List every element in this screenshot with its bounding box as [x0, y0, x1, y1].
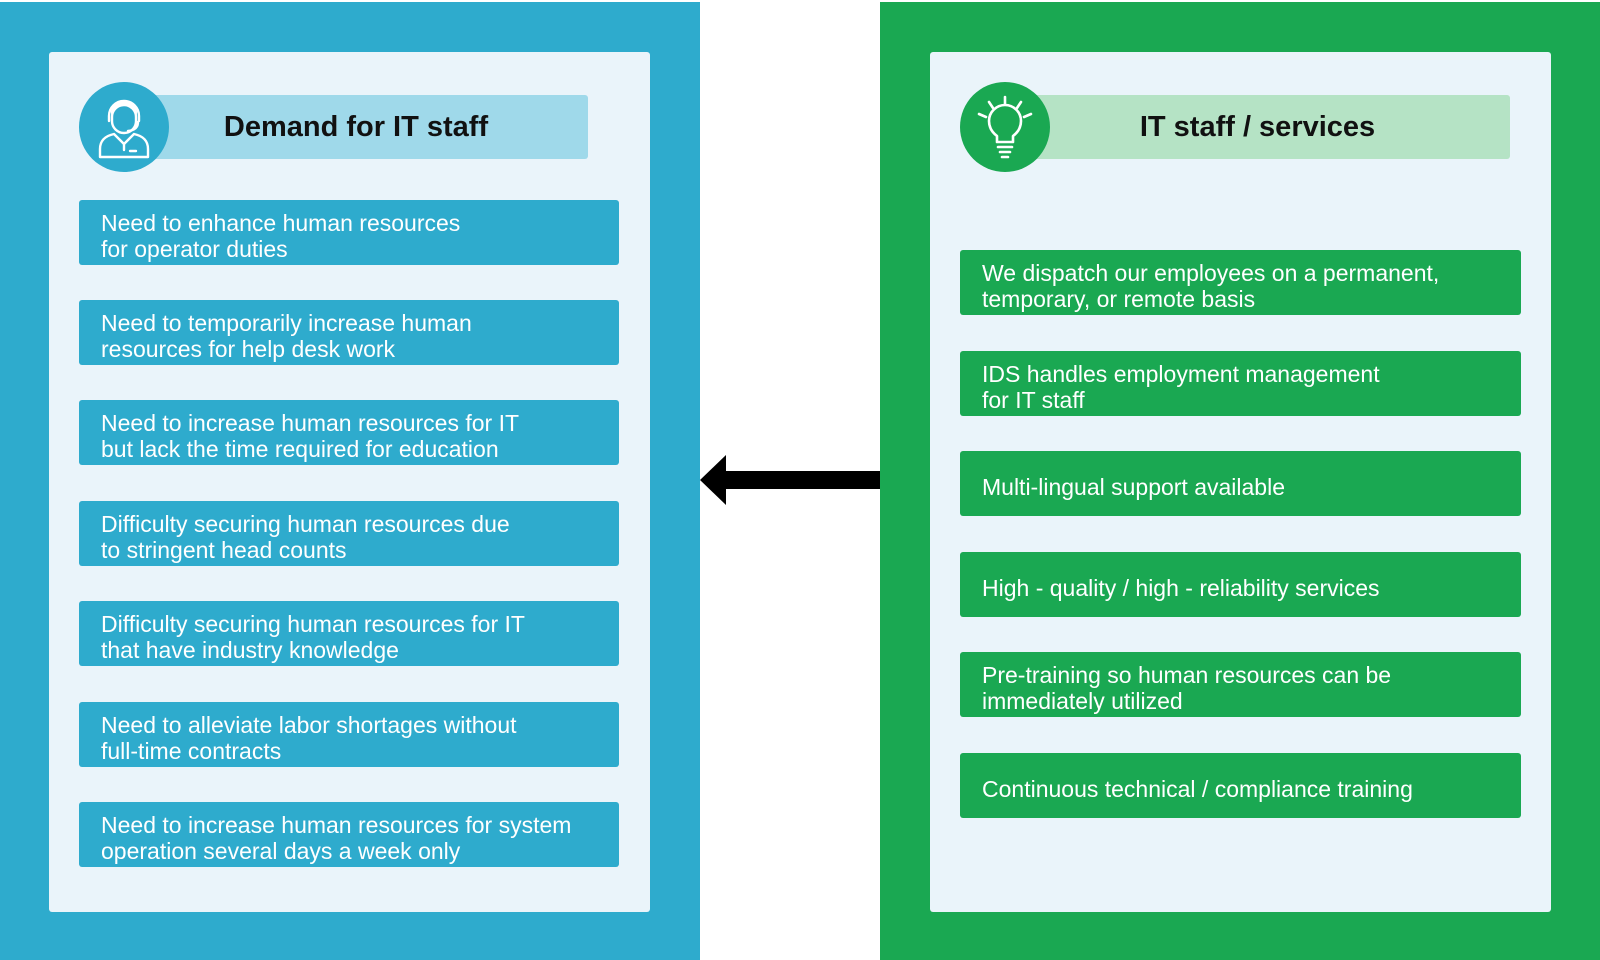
left-arrow-icon — [700, 455, 880, 505]
demand-item-text: Need to temporarily increase human resou… — [101, 309, 472, 362]
service-item-text: We dispatch our employees on a permanent… — [982, 259, 1440, 312]
demand-item-text: Difficulty securing human resources for … — [101, 610, 525, 663]
service-item: High - quality / high - reliability serv… — [960, 552, 1521, 617]
service-item: Pre-training so human resources can be i… — [960, 652, 1521, 717]
demand-item-text: Need to increase human resources for IT … — [101, 409, 520, 462]
service-item: Multi-lingual support available — [960, 451, 1521, 516]
service-item-text: IDS handles employment management for IT… — [982, 360, 1380, 413]
service-item: Continuous technical / compliance traini… — [960, 753, 1521, 818]
service-item-text: High - quality / high - reliability serv… — [982, 574, 1380, 601]
service-item-text: Continuous technical / compliance traini… — [982, 775, 1413, 802]
lightbulb-icon — [960, 82, 1050, 172]
demand-title: Demand for IT staff — [223, 111, 489, 143]
demand-item: Need to increase human resources for IT … — [79, 400, 619, 465]
service-item-text: Pre-training so human resources can be i… — [982, 661, 1392, 714]
demand-item: Difficulty securing human resources for … — [79, 601, 619, 666]
demand-item: Need to enhance human resources for oper… — [79, 200, 619, 265]
person-headset-icon — [79, 82, 169, 172]
services-card: IT staff / services We dispatch our empl… — [930, 52, 1551, 912]
demand-item: Need to increase human resources for sys… — [79, 802, 619, 867]
service-item: IDS handles employment management for IT… — [960, 351, 1521, 416]
demand-item-text: Difficulty securing human resources due … — [101, 510, 510, 563]
demand-item: Need to temporarily increase human resou… — [79, 300, 619, 365]
service-item-text: Multi-lingual support available — [982, 473, 1285, 500]
demand-item: Need to alleviate labor shortages withou… — [79, 702, 619, 767]
services-title: IT staff / services — [1139, 111, 1376, 143]
services-panel: IT staff / services We dispatch our empl… — [880, 2, 1600, 960]
demand-item-text: Need to enhance human resources for oper… — [101, 209, 461, 262]
demand-header-band: Demand for IT staff — [124, 95, 588, 159]
demand-item-text: Need to increase human resources for sys… — [101, 811, 572, 864]
demand-panel: Demand for IT staff Need to enhance huma… — [0, 2, 700, 960]
demand-card: Demand for IT staff Need to enhance huma… — [49, 52, 650, 912]
service-item: We dispatch our employees on a permanent… — [960, 250, 1521, 315]
services-header-band: IT staff / services — [1005, 95, 1510, 159]
demand-item: Difficulty securing human resources due … — [79, 501, 619, 566]
demand-item-text: Need to alleviate labor shortages withou… — [101, 711, 517, 764]
